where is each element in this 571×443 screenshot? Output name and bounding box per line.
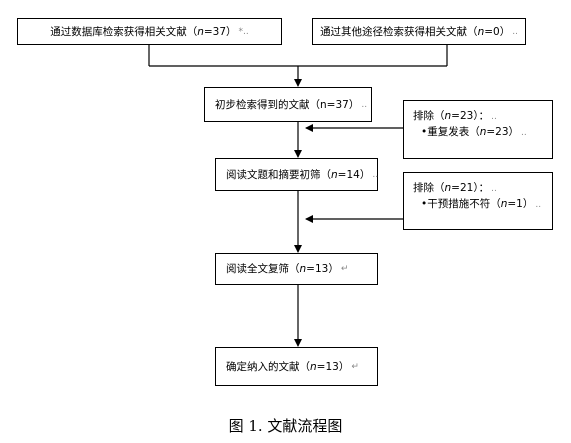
box-title-abstract-screen: 阅读文题和摘要初筛（n=14）..: [215, 158, 378, 191]
other-search-count: =0）: [484, 25, 511, 38]
database-search-count: =37）: [203, 25, 237, 38]
box-fulltext-screen: 阅读全文复筛（n=13）↵: [215, 253, 378, 285]
fulltext-text: 阅读全文复筛（: [226, 263, 300, 275]
included-count: =13）: [316, 360, 350, 373]
box-included: 确定纳入的文献（n=13）↵: [215, 347, 378, 386]
exclusion-1-item: •重复发表（n=23）..: [421, 126, 527, 138]
fulltext-n: n: [299, 263, 307, 275]
other-search-text: 通过其他途径检索获得相关文献（: [320, 25, 478, 38]
database-search-text: 通过数据库检索获得相关文献（: [50, 25, 198, 38]
box-initial-search: 初步检索得到的文献（n=37）..: [204, 87, 372, 122]
fulltext-count: =13）: [306, 263, 339, 275]
exclusion-2-item: •干预措施不符（n=1）..: [421, 198, 542, 210]
title-abstract-n: n: [331, 168, 338, 181]
initial-search-mark: ..: [361, 99, 368, 110]
exclusion-2-title: 排除（n=21）：..: [413, 182, 497, 194]
database-search-mark: *..: [238, 26, 249, 37]
other-search-mark: ..: [512, 26, 518, 37]
initial-search-count: n=37）: [320, 98, 360, 111]
box-exclusion-1: 排除（n=23）：.. •重复发表（n=23）..: [403, 100, 553, 159]
exclusion-1-title: 排除（n=23）：..: [413, 110, 497, 122]
figure-caption: 图 1. 文献流程图: [228, 417, 343, 435]
box-other-search: 通过其他途径检索获得相关文献（n=0）..: [312, 18, 526, 45]
other-search-n: n: [477, 25, 485, 38]
included-mark: ↵: [351, 361, 359, 372]
fulltext-mark: ↵: [340, 264, 349, 274]
title-abstract-mark: ..: [372, 169, 379, 180]
initial-search-text: 初步检索得到的文献（: [215, 98, 320, 111]
box-database-search: 通过数据库检索获得相关文献（n=37）*..: [17, 18, 282, 45]
database-search-n: n: [197, 25, 204, 38]
box-exclusion-2: 排除（n=21）：.. •干预措施不符（n=1）..: [403, 172, 553, 230]
included-text: 确定纳入的文献（: [226, 360, 310, 373]
title-abstract-count: =14）: [337, 168, 371, 181]
title-abstract-text: 阅读文题和摘要初筛（: [226, 168, 331, 181]
included-n: n: [310, 360, 317, 373]
